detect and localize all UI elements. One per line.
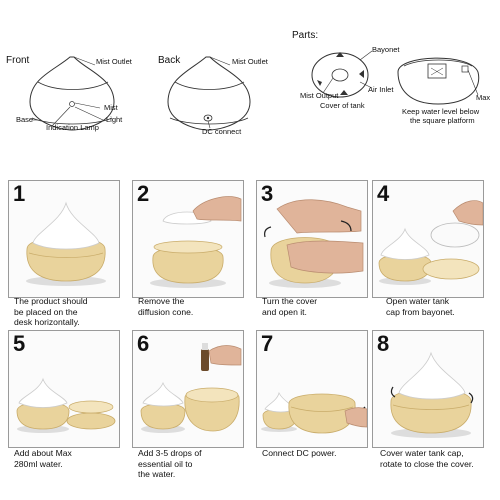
step-7-caption: Connect DC power. [262, 448, 337, 458]
diffuser-image [390, 351, 474, 438]
label-light: Light [106, 115, 123, 124]
step-7-panel: 7 [256, 330, 368, 448]
step-6-panel: 6 [132, 330, 244, 448]
front-diffuser-drawing [29, 50, 480, 131]
step-4-caption: Open water tank cap from bayonet. [386, 296, 455, 317]
step-5-panel: 5 [8, 330, 120, 448]
step-8-panel: 8 [372, 330, 484, 448]
step-2-panel: 2 [132, 180, 244, 298]
diffuser-image [264, 199, 364, 288]
step-number: 1 [13, 181, 26, 206]
front-title: Front [6, 55, 30, 66]
step-2-caption: Remove the diffusion cone. [138, 296, 194, 317]
label-base: Base [16, 115, 34, 124]
diffuser-image [26, 201, 106, 286]
step-3-caption: Turn the cover and open it. [262, 296, 318, 317]
diffuser-image [378, 200, 483, 285]
step-number: 3 [261, 181, 274, 206]
step-1-caption: The product should be placed on the desk… [14, 296, 88, 327]
back-title: Back [158, 55, 181, 66]
label-air-inlet: Air Inlet [368, 85, 394, 94]
diffuser-image [16, 377, 116, 433]
label-cover-of-tank: Cover of tank [320, 101, 365, 110]
parts-title: Parts: [292, 30, 319, 41]
label-square-platform: the square platform [410, 116, 475, 125]
step-3-panel: 3 [256, 180, 368, 298]
label-max: Max [476, 93, 491, 102]
step-number: 7 [261, 331, 274, 356]
step-number: 5 [13, 331, 26, 356]
label-keep-water: Keep water level below [402, 107, 480, 116]
step-number: 6 [137, 331, 150, 356]
diffuser-image [261, 391, 367, 434]
label-bayonet: Bayonet [372, 45, 400, 54]
diffuser-image [140, 343, 242, 433]
step-number: 2 [137, 181, 150, 206]
label-mist: Mist [104, 103, 118, 112]
label-indication-lamp: Indication Lamp [46, 123, 99, 132]
label-mist-output: Mist Output [300, 91, 339, 100]
label-mist-outlet-back: Mist Outlet [232, 57, 268, 66]
label-mist-outlet-front: Mist Outlet [96, 57, 132, 66]
step-6-caption: Add 3-5 drops of essential oil to the wa… [138, 448, 202, 479]
step-number: 8 [377, 331, 390, 356]
step-8-caption: Cover water tank cap, rotate to close th… [380, 448, 474, 469]
label-dc-connect: DC connect [202, 127, 242, 136]
step-4-panel: 4 [372, 180, 484, 298]
step-1-panel: 1 [8, 180, 120, 298]
diffuser-image [150, 196, 242, 288]
step-number: 4 [377, 181, 390, 206]
step-5-caption: Add about Max 280ml water. [14, 448, 72, 469]
